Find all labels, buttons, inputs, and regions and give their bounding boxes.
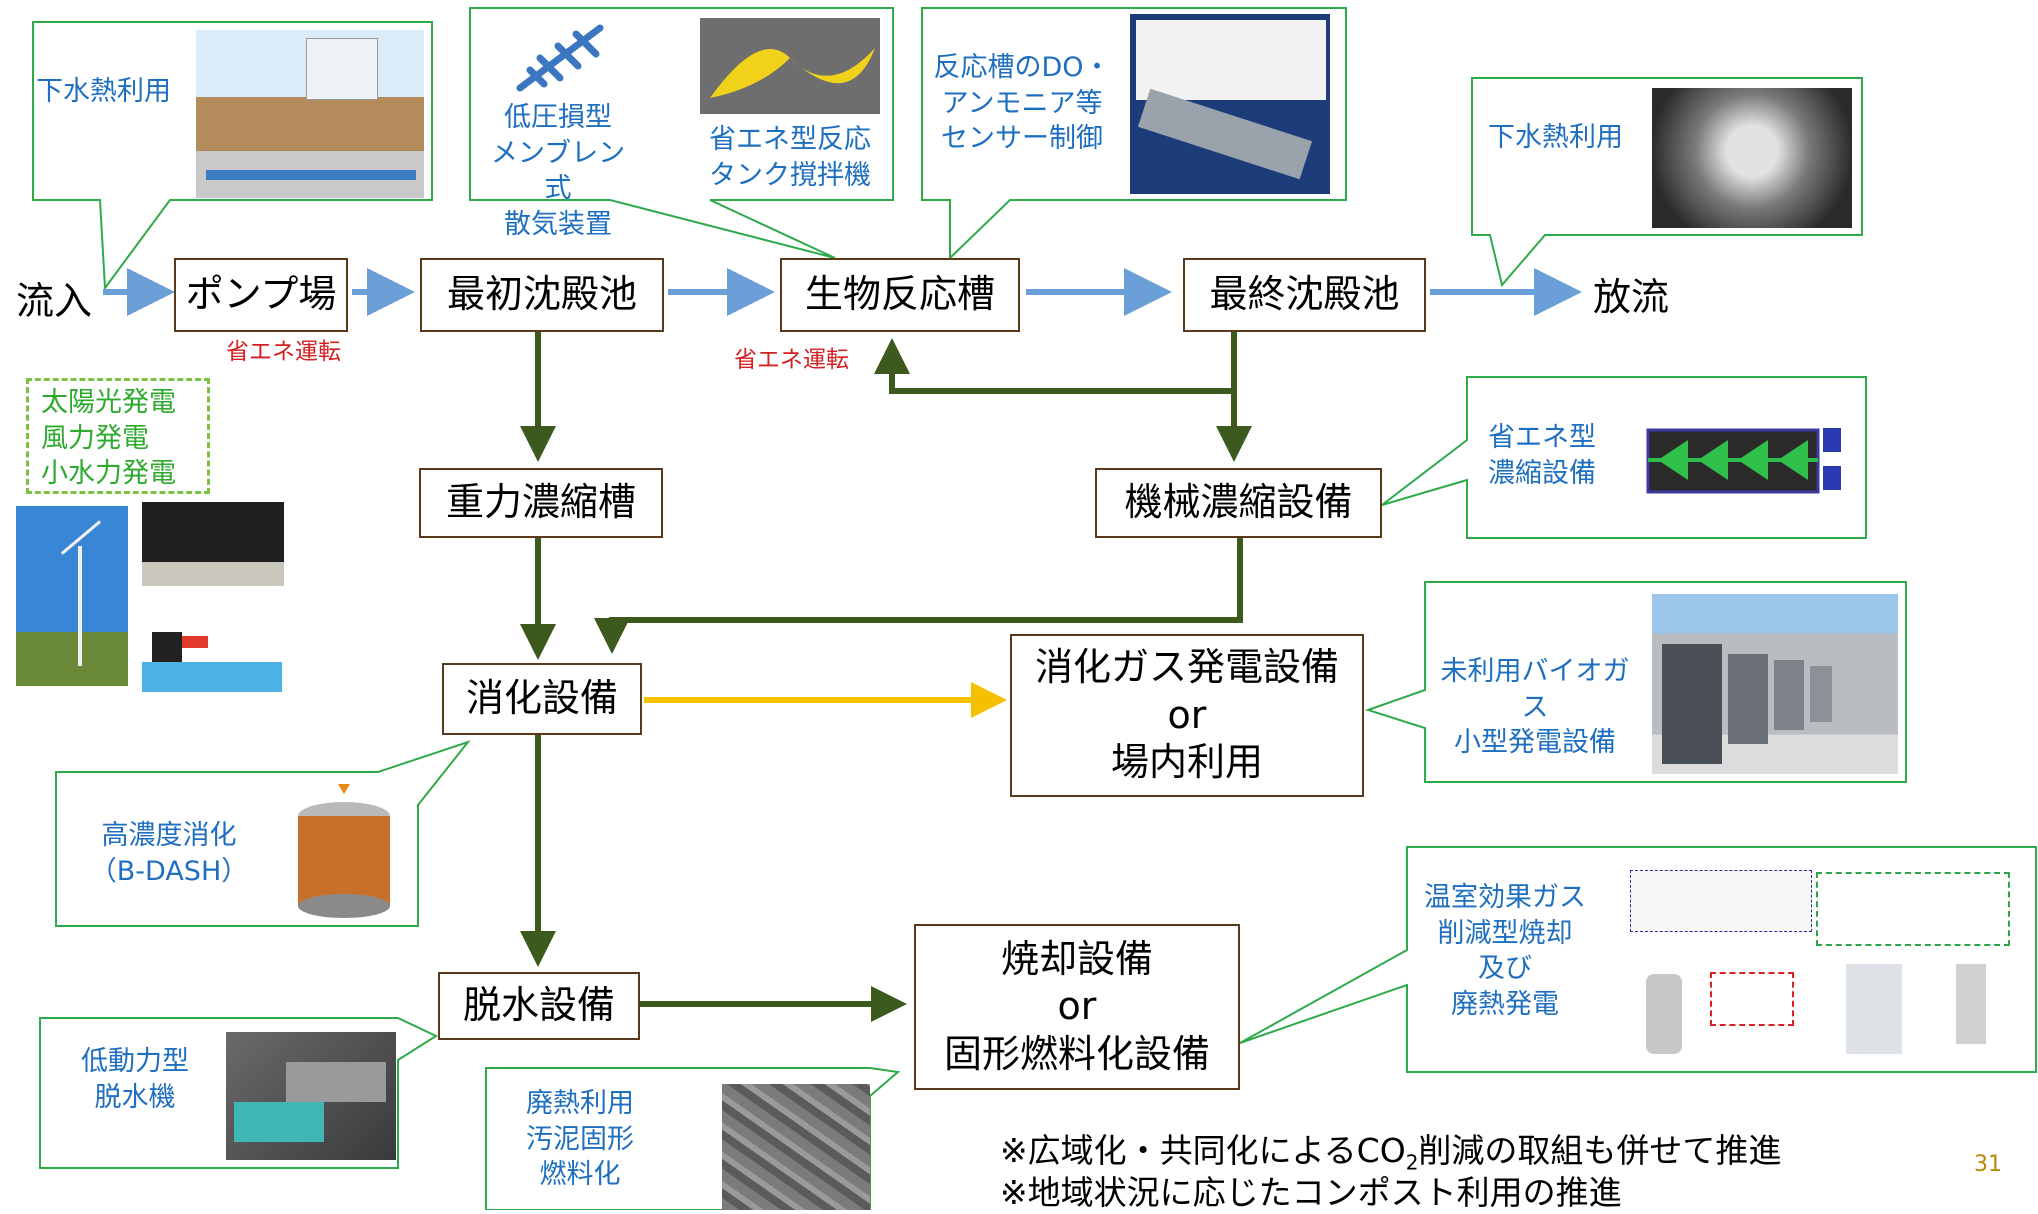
incinerate-line2: or xyxy=(1057,984,1097,1029)
membrane-line2: メンブレン式 xyxy=(490,137,626,205)
bottom-note-1-post: 削減の取組も併せて推進 xyxy=(1418,1131,1782,1170)
mixer-text: 省エネ型反応 タンク撹拌機 xyxy=(704,122,876,193)
small-hydro-diagram xyxy=(142,612,282,702)
biogas-text: 未利用バイオガス 小型発電設備 xyxy=(1432,654,1638,761)
sensor-line3: センサー制御 xyxy=(941,123,1103,155)
sewer-heat-house-photo xyxy=(196,30,424,198)
callout-thickener-frame xyxy=(1381,376,1867,539)
primary-settling-box: 最初沈殿池 xyxy=(420,258,664,332)
final-settling-box: 最終沈殿池 xyxy=(1183,258,1426,332)
bottom-note-2: ※地域状況に応じたコンポスト利用の推進 xyxy=(1000,1173,1622,1212)
incinerate-line1: 焼却設備 xyxy=(1000,936,1153,981)
renewable-hydro: 小水力発電 xyxy=(41,458,176,490)
outflow-label: 放流 xyxy=(1593,275,1670,319)
membrane-line3: 散気装置 xyxy=(504,208,612,240)
bio-energy-note: 省エネ運転 xyxy=(734,347,849,373)
biogas-generator-photo xyxy=(1652,594,1898,774)
thickener-line2: 濃縮設備 xyxy=(1488,457,1596,489)
ghg-text: 温室効果ガス 削減型焼却 及び 廃熱発電 xyxy=(1420,880,1590,1023)
sensor-photo xyxy=(1130,14,1330,194)
thickener-line1: 省エネ型 xyxy=(1488,422,1596,453)
wind-turbine-photo xyxy=(16,506,128,686)
renewable-wind: 風力発電 xyxy=(41,422,149,454)
high-conc-line1: 高濃度消化 xyxy=(101,820,237,851)
digester-tank-photo xyxy=(288,778,400,920)
solar-panel-photo xyxy=(142,502,284,586)
mixer-line2: タンク撹拌機 xyxy=(709,159,871,191)
mechanical-thickener-box: 機械濃縮設備 xyxy=(1095,468,1382,538)
low-power-text: 低動力型 脱水機 xyxy=(68,1044,202,1115)
thickener-text: 省エネ型 濃縮設備 xyxy=(1482,420,1602,491)
gas-power-box: 消化ガス発電設備 or 場内利用 xyxy=(1010,634,1364,797)
ghg-line1: 温室効果ガス xyxy=(1424,882,1586,913)
incinerate-line3: 固形燃料化設備 xyxy=(943,1031,1210,1076)
dewatering-machine-photo xyxy=(226,1032,396,1160)
sensor-line1: 反応槽のDO・ xyxy=(933,52,1111,83)
sewer-heat-left-text: 下水熱利用 xyxy=(36,76,171,107)
ghg-line2: 削減型焼却 xyxy=(1437,917,1573,949)
sewer-pipe-photo xyxy=(1652,88,1852,228)
arrow-mechanical-digestion xyxy=(594,538,1243,654)
waste-heat-line3: 燃料化 xyxy=(539,1159,621,1191)
gas-power-line1: 消化ガス発電設備 xyxy=(1034,645,1339,690)
pump-station-box: ポンプ場 xyxy=(174,258,348,332)
biogas-line1: 未利用バイオガス xyxy=(1440,656,1630,723)
arrow-final-return xyxy=(874,332,1237,394)
mixer-photo xyxy=(700,18,880,114)
ghg-line3: 及び xyxy=(1478,953,1532,985)
waste-heat-line1: 廃熱利用 xyxy=(526,1088,634,1119)
bioreactor-box: 生物反応槽 xyxy=(780,258,1020,332)
pump-energy-note: 省エネ運転 xyxy=(226,339,341,365)
membrane-text: 低圧損型 メンブレン式 散気装置 xyxy=(478,100,638,243)
bottom-note-1-pre: ※広域化・共同化によるCO xyxy=(1000,1131,1406,1170)
sensor-text: 反応槽のDO・ アンモニア等 センサー制御 xyxy=(932,50,1112,157)
gravity-thickener-box: 重力濃縮槽 xyxy=(419,468,663,538)
waste-heat-text: 廃熱利用 汚泥固形 燃料化 xyxy=(510,1086,650,1193)
low-power-line2: 脱水機 xyxy=(94,1081,176,1113)
waste-heat-line2: 汚泥固形 xyxy=(526,1123,634,1155)
inflow-label: 流入 xyxy=(16,279,93,323)
ghg-line4: 廃熱発電 xyxy=(1451,988,1559,1020)
mixer-line1: 省エネ型反応 xyxy=(709,124,871,155)
incineration-box: 焼却設備 or 固形燃料化設備 xyxy=(914,924,1240,1090)
thickener-diagram xyxy=(1618,410,1858,506)
bottom-note-1-sub: 2 xyxy=(1405,1150,1419,1175)
gas-power-line2: or xyxy=(1167,692,1207,737)
sensor-line2: アンモニア等 xyxy=(941,87,1103,119)
membrane-line1: 低圧損型 xyxy=(504,102,612,133)
incineration-system-diagram xyxy=(1626,864,2028,1064)
high-conc-line2: （B-DASH） xyxy=(89,855,249,887)
biogas-line2: 小型発電設備 xyxy=(1454,727,1616,759)
gas-power-line3: 場内利用 xyxy=(1110,740,1263,785)
renewables-box: 太陽光発電 風力発電 小水力発電 xyxy=(26,378,210,494)
solid-fuel-photo xyxy=(722,1084,870,1210)
page-number: 31 xyxy=(1974,1152,2002,1177)
membrane-diffuser-photo xyxy=(510,18,620,98)
high-conc-text: 高濃度消化 （B-DASH） xyxy=(84,818,254,889)
dewatering-box: 脱水設備 xyxy=(438,972,640,1040)
renewable-solar: 太陽光発電 xyxy=(41,387,176,418)
low-power-line1: 低動力型 xyxy=(81,1046,189,1077)
sewer-heat-right-text: 下水熱利用 xyxy=(1488,122,1623,153)
digestion-box: 消化設備 xyxy=(442,663,642,735)
bottom-note-1: ※広域化・共同化によるCO2削減の取組も併せて推進 xyxy=(1000,1124,1781,1175)
